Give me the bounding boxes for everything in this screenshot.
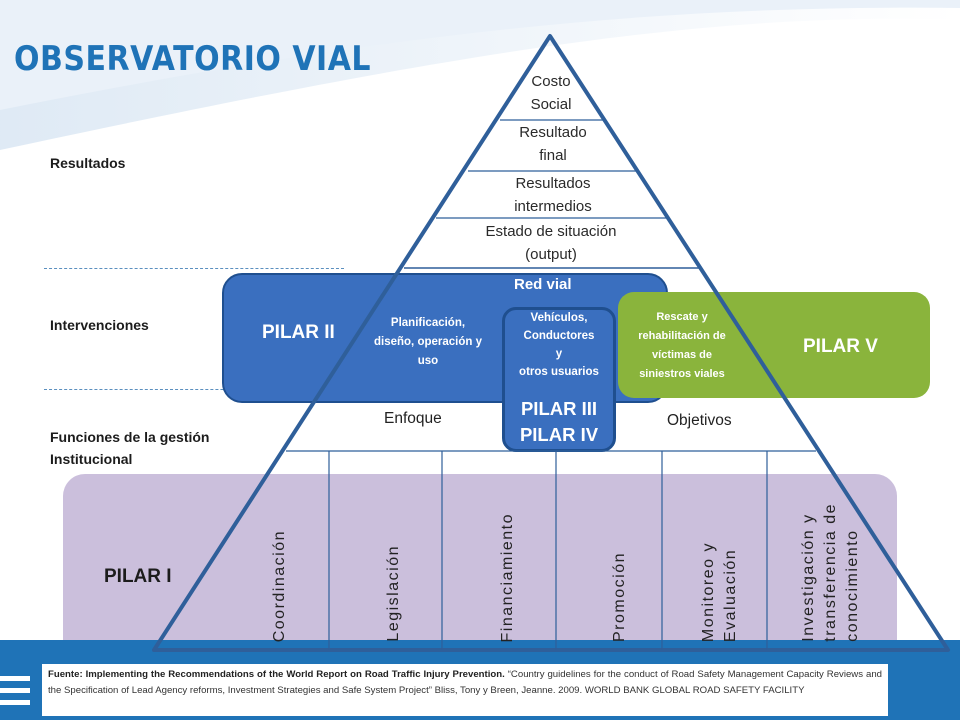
label-resultados: Resultados [50,155,126,171]
column-monitoreo-line2: Evaluación [722,548,739,642]
level-1-line2: Social [530,96,572,113]
pilar34-labels: PILAR III PILAR IV [502,396,616,448]
level-2-line2: final [539,147,567,164]
column-legislacion-text: Legislación [385,545,402,642]
pilar1-panel [63,474,897,664]
column-financiamiento: Financiamiento [488,462,528,643]
column-investigacion-text: Investigación y transferencia de conocim… [798,503,864,642]
level-4-line1: Estado de situación [485,223,617,240]
column-promocion-text: Promoción [611,552,628,642]
column-legislacion: Legislación [374,462,414,642]
label-funciones-line2: Institucional [50,451,133,467]
level-estado-situacion: Estado de situación (output) [451,220,651,266]
column-investigacion-line2: transferencia de [822,503,839,642]
level-resultado-final: Resultado final [453,121,653,167]
pilar3-label: PILAR III [520,398,598,419]
column-investigacion: Investigación y transferencia de conocim… [786,462,876,642]
column-investigacion-line1: Investigación y [800,513,817,642]
label-intervenciones: Intervenciones [50,317,149,333]
column-financiamiento-text: Financiamiento [499,512,516,643]
pilar2-heading: Red vial [514,276,572,293]
column-coordinacion-text: Coordinación [271,529,288,642]
pilar34-text-line2: Conductores [523,330,595,342]
separator-dashed-bottom [44,389,294,390]
label-funciones: Funciones de la gestión Institucional [50,426,209,470]
pilar34-text-line4: otros usuarios [519,366,599,378]
pyramid-outline [152,34,950,652]
pilar2-label: PILAR II [262,322,335,343]
level-resultados-intermedios: Resultados intermedios [453,172,653,218]
pilar34-text: Vehículos, Conductores y otros usuarios [502,309,616,381]
pilar34-panel [502,307,616,452]
level-1-line1: Costo [531,73,571,90]
footer-source-note: Fuente: Implementing the Recommendations… [42,664,888,716]
footer-source-rest: “Country guidelines for the conduct of R… [48,669,882,696]
pilar5-text-line2: rehabilitación de [638,330,726,342]
pilar5-text: Rescate y rehabilitación de víctimas de … [620,308,744,384]
column-coordinacion: Coordinación [260,462,300,642]
footer-source-bold: Fuente: Implementing the Recommendations… [48,669,505,680]
level-costo-social: Costo Social [451,70,651,116]
level-3-line1: Resultados [515,175,591,192]
pilar34-text-line1: Vehículos, [530,312,588,324]
pilar1-label: PILAR I [104,566,172,587]
pilar2-text: Planificación, diseño, operación y uso [356,314,500,371]
level-4-line2: (output) [525,246,577,263]
pilar2-text-line2: diseño, operación y [374,336,482,348]
footer-stripe-1 [0,676,30,681]
column-promocion: Promoción [600,462,640,642]
footer-stripe-3 [0,700,30,705]
pilar5-text-line4: siniestros viales [639,368,725,380]
pilar2-text-line3: uso [417,355,439,367]
pilar5-text-line1: Rescate y [656,311,708,323]
column-monitoreo: Monitoreo y Evaluación [690,462,750,642]
pilar34-text-line3: y [555,348,563,360]
column-monitoreo-text: Monitoreo y Evaluación [698,542,742,642]
level-3-line2: intermedios [514,198,592,215]
pilar4-label: PILAR IV [519,424,599,445]
separator-dashed-top [44,268,344,269]
pilar5-text-line3: víctimas de [652,349,712,361]
pilar2-text-line1: Planificación, [390,317,466,329]
label-objetivos: Objetivos [667,412,732,429]
level-2-line1: Resultado [519,124,587,141]
column-investigacion-line3: conocimiento [844,529,861,642]
label-enfoque: Enfoque [384,410,442,427]
pilar5-label: PILAR V [803,336,878,357]
column-monitoreo-line1: Monitoreo y [700,541,717,642]
label-funciones-line1: Funciones de la gestión [50,429,210,445]
brand-title: OBSERVATORIO VIAL [14,40,372,80]
footer-stripe-2 [0,688,30,693]
